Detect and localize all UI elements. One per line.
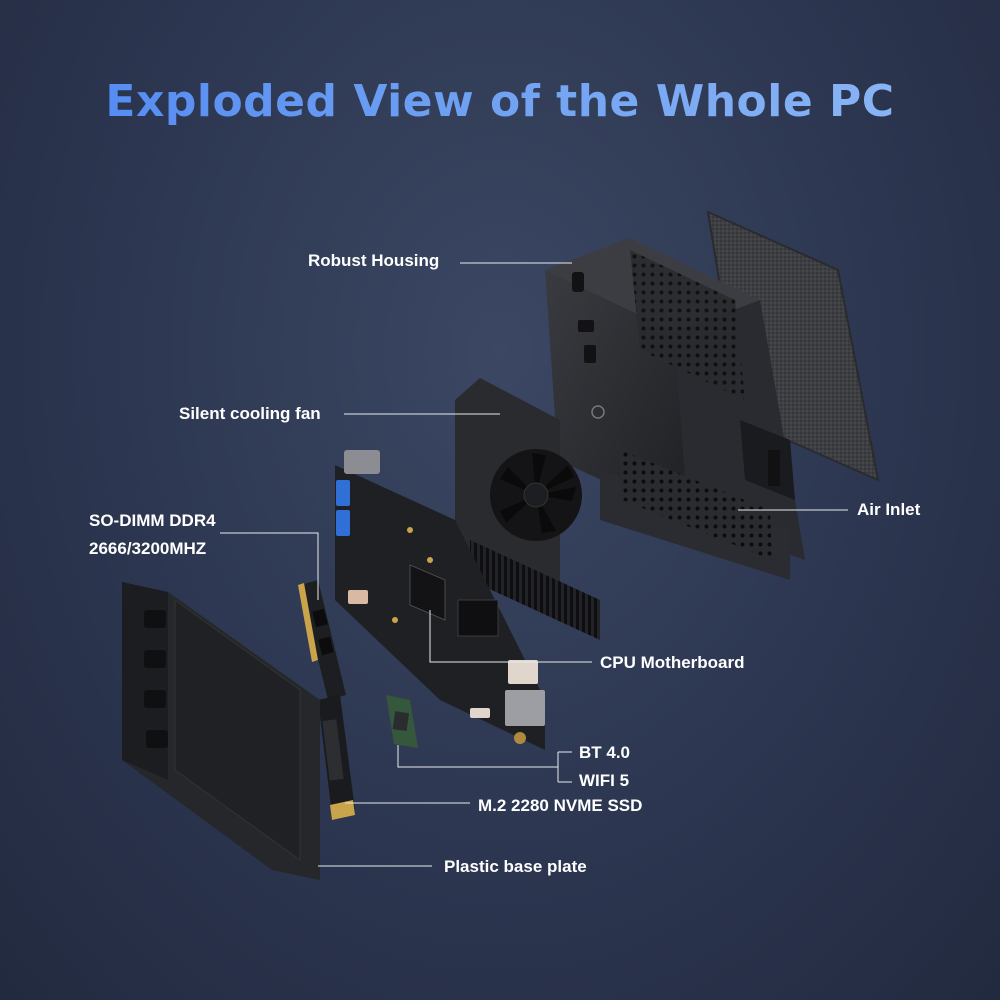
motherboard-board xyxy=(335,450,545,750)
label-wifi: WIFI 5 xyxy=(579,771,630,790)
base-plate xyxy=(122,582,320,880)
housing-shell xyxy=(545,238,805,580)
ssd-module xyxy=(318,695,355,820)
label-robust-housing: Robust Housing xyxy=(308,251,440,270)
leader-lines xyxy=(220,262,848,867)
label-sodimm-line2: 2666/3200MHZ xyxy=(89,539,207,558)
label-ssd: M.2 2280 NVME SSD xyxy=(478,796,643,815)
ram-module xyxy=(298,580,346,700)
wifi-bt-card xyxy=(386,695,418,748)
label-silent-cooling-fan: Silent cooling fan xyxy=(179,404,321,423)
cooling-fan-assembly xyxy=(455,378,600,640)
label-sodimm-line1: SO-DIMM DDR4 xyxy=(89,511,216,530)
label-bt: BT 4.0 xyxy=(579,743,631,762)
label-plastic-base-plate: Plastic base plate xyxy=(444,857,587,876)
label-cpu-motherboard: CPU Motherboard xyxy=(600,653,745,672)
page-title: Exploded View of the Whole PC xyxy=(0,76,1000,127)
label-air-inlet: Air Inlet xyxy=(857,500,921,519)
